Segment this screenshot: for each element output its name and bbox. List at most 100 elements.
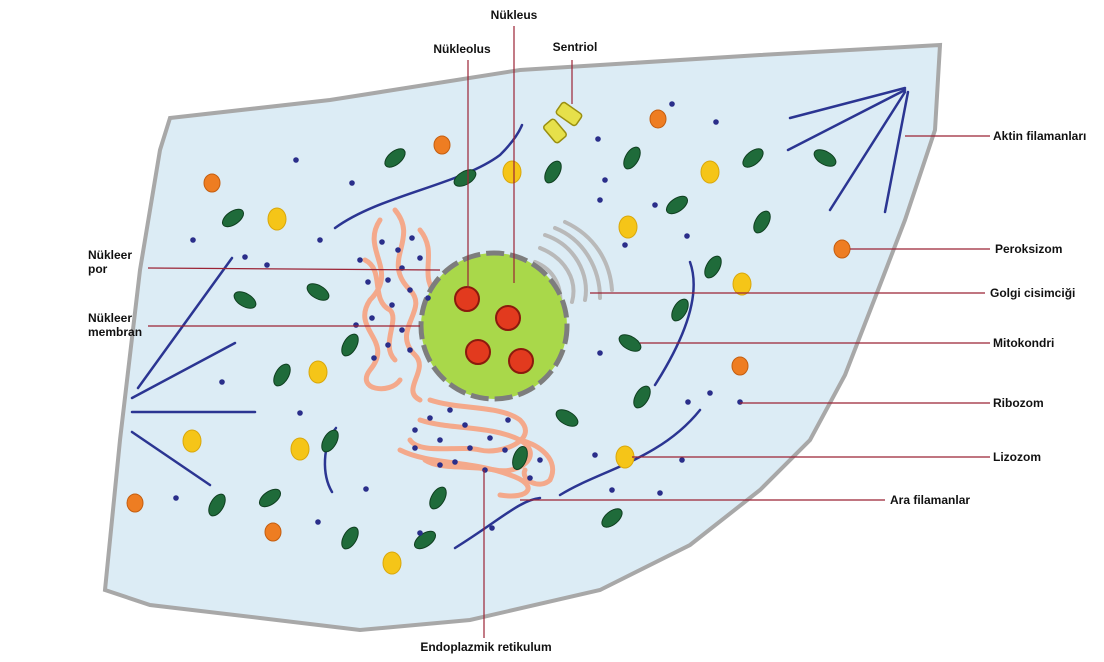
ribosome [369, 315, 375, 321]
nucleolus [509, 349, 533, 373]
ribosome [669, 101, 675, 107]
ribosome [505, 417, 511, 423]
ribosome [597, 350, 603, 356]
ribosome [462, 422, 468, 428]
nucleolus [496, 306, 520, 330]
ribosome [395, 247, 401, 253]
peroxisome [204, 174, 220, 192]
label-aktin: Aktin filamanları [993, 129, 1086, 143]
ribosome [357, 257, 363, 263]
ribosome [684, 233, 690, 239]
ribosome [602, 177, 608, 183]
ribosome [609, 487, 615, 493]
ribosome [349, 180, 355, 186]
ribosome [427, 415, 433, 421]
ribosome [592, 452, 598, 458]
nucleolus [455, 287, 479, 311]
label-endoplazmik: Endoplazmik retikulum [420, 640, 551, 654]
ribosome [737, 399, 743, 405]
label-nukleer-membran: Nükleer membran [88, 311, 148, 339]
ribosome [467, 445, 473, 451]
ribosome [447, 407, 453, 413]
ribosome [389, 302, 395, 308]
ribosome [657, 490, 663, 496]
ribosome [527, 475, 533, 481]
ribosome [437, 437, 443, 443]
ribosome [190, 237, 196, 243]
ribosome [407, 287, 413, 293]
lysosome [309, 361, 327, 383]
label-nukleer-por-line2: por [88, 262, 107, 276]
ribosome [487, 435, 493, 441]
ribosome [363, 486, 369, 492]
ribosome [399, 327, 405, 333]
label-nukleer-membran-line1: Nükleer [88, 311, 132, 325]
lysosome [383, 552, 401, 574]
label-nukleer-por-line1: Nükleer [88, 248, 132, 262]
ribosome [385, 277, 391, 283]
ribosome [315, 519, 321, 525]
ribosome [685, 399, 691, 405]
ribosome [417, 530, 423, 536]
ribosome [437, 462, 443, 468]
ribosome [537, 457, 543, 463]
lysosome [616, 446, 634, 468]
label-nukleer-por: Nükleer por [88, 248, 148, 276]
lysosome [268, 208, 286, 230]
peroxisome [650, 110, 666, 128]
label-nukleus: Nükleus [491, 8, 538, 22]
ribosome [219, 379, 225, 385]
ribosome [489, 525, 495, 531]
ribosome [595, 136, 601, 142]
ribosome [365, 279, 371, 285]
peroxisome [434, 136, 450, 154]
ribosome [452, 459, 458, 465]
ribosome [482, 467, 488, 473]
label-nukleolus: Nükleolus [433, 42, 490, 56]
ribosome [385, 342, 391, 348]
lysosome [291, 438, 309, 460]
ribosome [412, 445, 418, 451]
peroxisome [265, 523, 281, 541]
lysosome [733, 273, 751, 295]
ribosome [652, 202, 658, 208]
ribosome [502, 447, 508, 453]
label-sentriol: Sentriol [553, 40, 598, 54]
ribosome [242, 254, 248, 260]
lysosome [183, 430, 201, 452]
ribosome [409, 235, 415, 241]
label-golgi: Golgi cisimciği [990, 286, 1075, 300]
label-nukleer-membran-line2: membran [88, 325, 142, 339]
ribosome [707, 390, 713, 396]
peroxisome [834, 240, 850, 258]
ribosome [317, 237, 323, 243]
ribosome [597, 197, 603, 203]
ribosome [293, 157, 299, 163]
label-peroksizom: Peroksizom [995, 242, 1062, 256]
ribosome [622, 242, 628, 248]
lysosome [503, 161, 521, 183]
ribosome [713, 119, 719, 125]
ribosome [425, 295, 431, 301]
ribosome [412, 427, 418, 433]
lysosome [701, 161, 719, 183]
ribosome [353, 322, 359, 328]
ribosome [379, 239, 385, 245]
lysosome [619, 216, 637, 238]
label-mitokondri: Mitokondri [993, 336, 1054, 350]
ribosome [407, 347, 413, 353]
ribosome [297, 410, 303, 416]
label-ara-filamanlar: Ara filamanlar [890, 493, 970, 507]
ribosome [371, 355, 377, 361]
ribosome [173, 495, 179, 501]
nucleolus [466, 340, 490, 364]
ribosome [417, 255, 423, 261]
ribosome [264, 262, 270, 268]
ribosome [679, 457, 685, 463]
peroxisome [732, 357, 748, 375]
label-lizozom: Lizozom [993, 450, 1041, 464]
label-ribozom: Ribozom [993, 396, 1044, 410]
peroxisome [127, 494, 143, 512]
